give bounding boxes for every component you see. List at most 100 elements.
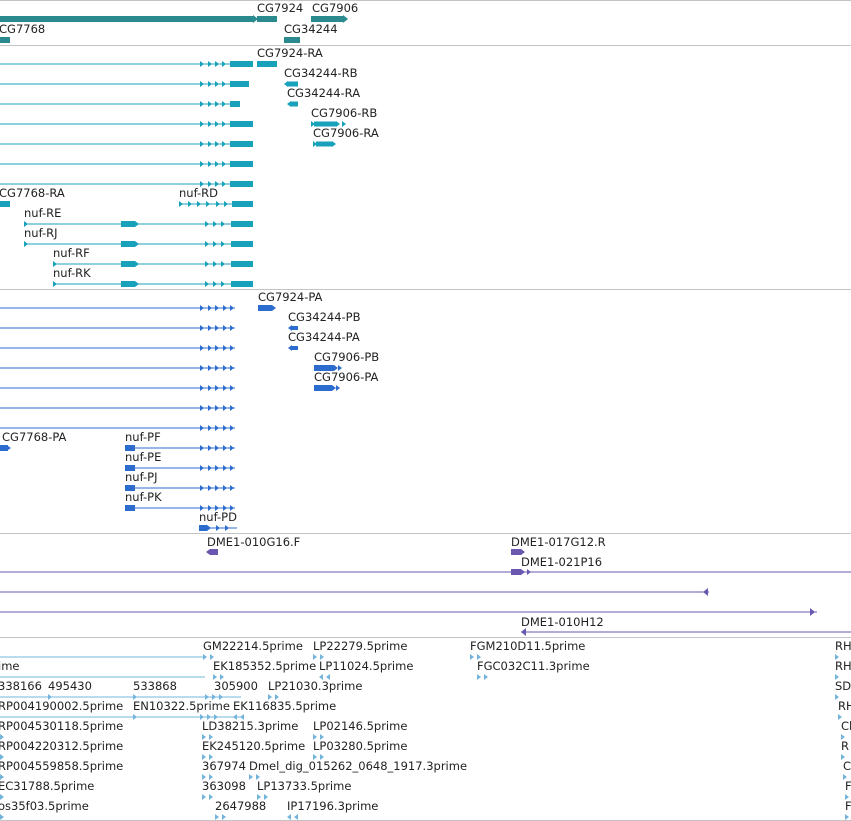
- est-label[interactable]: RH: [835, 659, 851, 673]
- strand-arrow[interactable]: [332, 385, 336, 391]
- est-label[interactable]: RP004220312.5prime: [0, 739, 124, 753]
- strand-arrow[interactable]: [845, 814, 849, 820]
- protein-label[interactable]: CG7768-PA: [2, 430, 67, 444]
- transcript-label[interactable]: nuf-RD: [179, 186, 218, 200]
- exon-block[interactable]: [230, 101, 240, 107]
- strand-arrow[interactable]: [221, 261, 225, 267]
- est-label[interactable]: os35f03.5prime: [0, 799, 89, 813]
- strand-arrow[interactable]: [841, 754, 845, 760]
- strand-arrow[interactable]: [208, 345, 212, 351]
- est-label[interactable]: RP004530118.5prime: [0, 719, 124, 733]
- strand-arrow[interactable]: [208, 141, 212, 147]
- strand-arrow[interactable]: [845, 794, 849, 800]
- strand-arrow[interactable]: [215, 121, 219, 127]
- strand-arrow[interactable]: [205, 261, 209, 267]
- strand-arrow[interactable]: [53, 281, 57, 287]
- strand-arrow[interactable]: [334, 365, 338, 371]
- transcript-label[interactable]: CG34244-RA: [287, 86, 361, 100]
- strand-arrow[interactable]: [200, 121, 204, 127]
- strand-arrow[interactable]: [215, 465, 219, 471]
- strand-arrow[interactable]: [200, 161, 204, 167]
- strand-arrow[interactable]: [223, 465, 227, 471]
- strand-arrow[interactable]: [222, 121, 226, 127]
- strand-arrow[interactable]: [215, 325, 219, 331]
- strand-arrow[interactable]: [215, 365, 219, 371]
- strand-arrow[interactable]: [342, 121, 346, 127]
- strand-arrow[interactable]: [206, 201, 210, 207]
- strand-arrow[interactable]: [843, 774, 847, 780]
- strand-arrow[interactable]: [835, 674, 839, 680]
- strand-arrow[interactable]: [221, 221, 225, 227]
- strand-arrow[interactable]: [338, 365, 342, 371]
- strand-arrow[interactable]: [222, 141, 226, 147]
- exon-block[interactable]: [231, 281, 253, 287]
- exon-block[interactable]: [121, 281, 135, 287]
- strand-arrow[interactable]: [287, 101, 291, 107]
- protein-label[interactable]: nuf-PJ: [125, 470, 158, 484]
- strand-arrow[interactable]: [288, 325, 292, 331]
- strand-arrow[interactable]: [222, 814, 226, 820]
- strand-arrow[interactable]: [215, 425, 219, 431]
- strand-arrow[interactable]: [216, 201, 220, 207]
- strand-arrow[interactable]: [222, 161, 226, 167]
- exon-block[interactable]: [231, 221, 253, 227]
- strand-arrow[interactable]: [205, 241, 209, 247]
- strand-arrow[interactable]: [8, 446, 11, 450]
- gene-label[interactable]: CG7906: [312, 1, 359, 15]
- strand-arrow[interactable]: [215, 161, 219, 167]
- strand-arrow[interactable]: [200, 81, 204, 87]
- strand-arrow[interactable]: [484, 674, 488, 680]
- exon-block[interactable]: [292, 346, 298, 350]
- transcript-label[interactable]: CG7906-RB: [311, 106, 378, 120]
- strand-arrow[interactable]: [0, 814, 4, 820]
- strand-arrow[interactable]: [313, 654, 317, 660]
- est-label[interactable]: GM22214.5prime: [203, 639, 303, 653]
- strand-arrow[interactable]: [264, 794, 268, 800]
- strand-arrow[interactable]: [208, 405, 212, 411]
- strand-arrow[interactable]: [200, 505, 204, 511]
- strand-arrow[interactable]: [202, 734, 206, 740]
- strand-arrow[interactable]: [208, 121, 212, 127]
- est-label[interactable]: RP004559858.5prime: [0, 759, 124, 773]
- strand-arrow[interactable]: [215, 485, 219, 491]
- transcript-label[interactable]: nuf-RF: [53, 246, 90, 260]
- strand-arrow[interactable]: [294, 814, 298, 820]
- strand-arrow[interactable]: [215, 305, 219, 311]
- strand-arrow[interactable]: [336, 385, 340, 391]
- strand-arrow[interactable]: [135, 241, 139, 247]
- strand-arrow[interactable]: [200, 445, 204, 451]
- strand-arrow[interactable]: [215, 141, 219, 147]
- strand-arrow[interactable]: [24, 221, 28, 227]
- exon-block[interactable]: [511, 549, 521, 555]
- strand-arrow[interactable]: [233, 714, 237, 720]
- exon-block[interactable]: [230, 121, 253, 127]
- strand-arrow[interactable]: [287, 814, 291, 820]
- transcript-label[interactable]: nuf-RJ: [24, 226, 58, 240]
- gene-bar[interactable]: [311, 16, 343, 22]
- strand-arrow[interactable]: [200, 465, 204, 471]
- strand-arrow[interactable]: [220, 674, 224, 680]
- strand-arrow[interactable]: [313, 754, 317, 760]
- strand-arrow[interactable]: [313, 734, 317, 740]
- strand-arrow[interactable]: [24, 241, 28, 247]
- protein-label[interactable]: CG7924-PA: [258, 290, 323, 304]
- strand-arrow[interactable]: [214, 714, 218, 720]
- strand-arrow[interactable]: [223, 405, 227, 411]
- strand-arrow[interactable]: [222, 101, 226, 107]
- est-label[interactable]: RH: [838, 699, 851, 713]
- protein-label[interactable]: nuf-PE: [125, 450, 162, 464]
- exon-block[interactable]: [231, 241, 253, 247]
- strand-arrow[interactable]: [213, 241, 217, 247]
- gene-bar[interactable]: [0, 16, 253, 22]
- transcript-label[interactable]: nuf-RE: [24, 206, 62, 220]
- exon-block[interactable]: [232, 201, 253, 207]
- clone-label[interactable]: DME1-017G12.R: [511, 535, 606, 549]
- strand-arrow[interactable]: [343, 15, 348, 23]
- strand-arrow[interactable]: [215, 81, 219, 87]
- gene-label[interactable]: CG34244: [284, 22, 338, 36]
- strand-arrow[interactable]: [133, 694, 137, 700]
- est-label[interactable]: LP13733.5prime: [257, 779, 352, 793]
- est-label[interactable]: 305900: [214, 679, 258, 693]
- strand-arrow[interactable]: [326, 674, 330, 680]
